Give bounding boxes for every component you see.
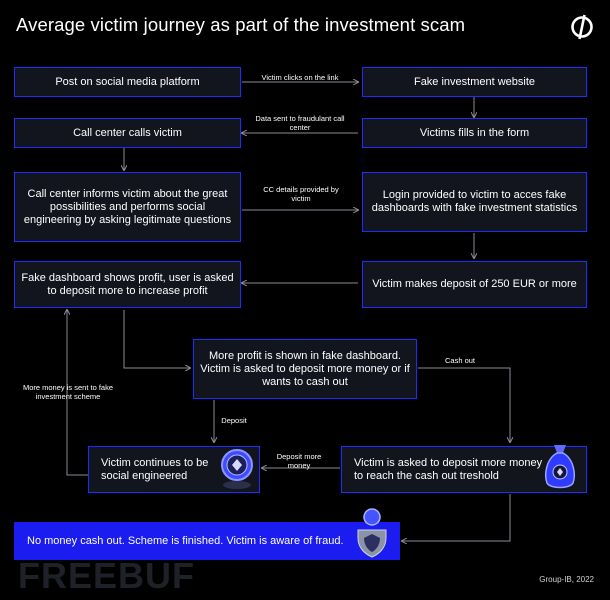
money-bag-icon bbox=[545, 445, 575, 489]
arrow-continues-to-dashboard bbox=[67, 310, 88, 476]
box-fake-dashboard-profit: Fake dashboard shows profit, user is ask… bbox=[14, 261, 241, 308]
shield-coin-icon bbox=[221, 449, 253, 489]
watermark: FREEBUF bbox=[18, 555, 195, 596]
label-deposit-more-money: Deposit more money bbox=[276, 452, 322, 470]
label-clicks-link: Victim clicks on the link bbox=[261, 73, 339, 82]
box-victim-fills-form: Victims fills in the form bbox=[362, 118, 587, 148]
box-post-social-media: Post on social media platform bbox=[14, 67, 241, 97]
arrow-profit-to-asked bbox=[418, 367, 510, 442]
box-call-center-informs: Call center informs victim about the gre… bbox=[14, 172, 241, 242]
credit-text: Group-IB, 2022 bbox=[539, 575, 594, 584]
box-more-profit: More profit is shown in fake dashboard. … bbox=[193, 339, 417, 399]
box-call-center-calls: Call center calls victim bbox=[14, 118, 241, 148]
box-no-money-cash-out: No money cash out. Scheme is finished. V… bbox=[14, 522, 400, 560]
box-deposit-250: Victim makes deposit of 250 EUR or more bbox=[362, 261, 587, 308]
page-title: Average victim journey as part of the in… bbox=[16, 14, 466, 35]
label-cc-details: CC details provided by victim bbox=[263, 185, 339, 203]
box-fake-investment-website: Fake investment website bbox=[362, 67, 587, 97]
label-more-money-sent: More money is sent to fake investment sc… bbox=[22, 383, 114, 401]
arrow-dashboard-to-profit bbox=[123, 310, 190, 368]
group-ib-logo-icon bbox=[571, 14, 593, 40]
label-data-sent: Data sent to fraudulant call center bbox=[255, 114, 345, 132]
label-cash-out: Cash out bbox=[444, 356, 476, 365]
arrow-asked-to-nomoney bbox=[402, 494, 511, 541]
box-login-provided: Login provided to victim to acces fake d… bbox=[362, 172, 587, 232]
label-deposit: Deposit bbox=[221, 416, 247, 425]
person-shield-icon bbox=[357, 508, 387, 558]
